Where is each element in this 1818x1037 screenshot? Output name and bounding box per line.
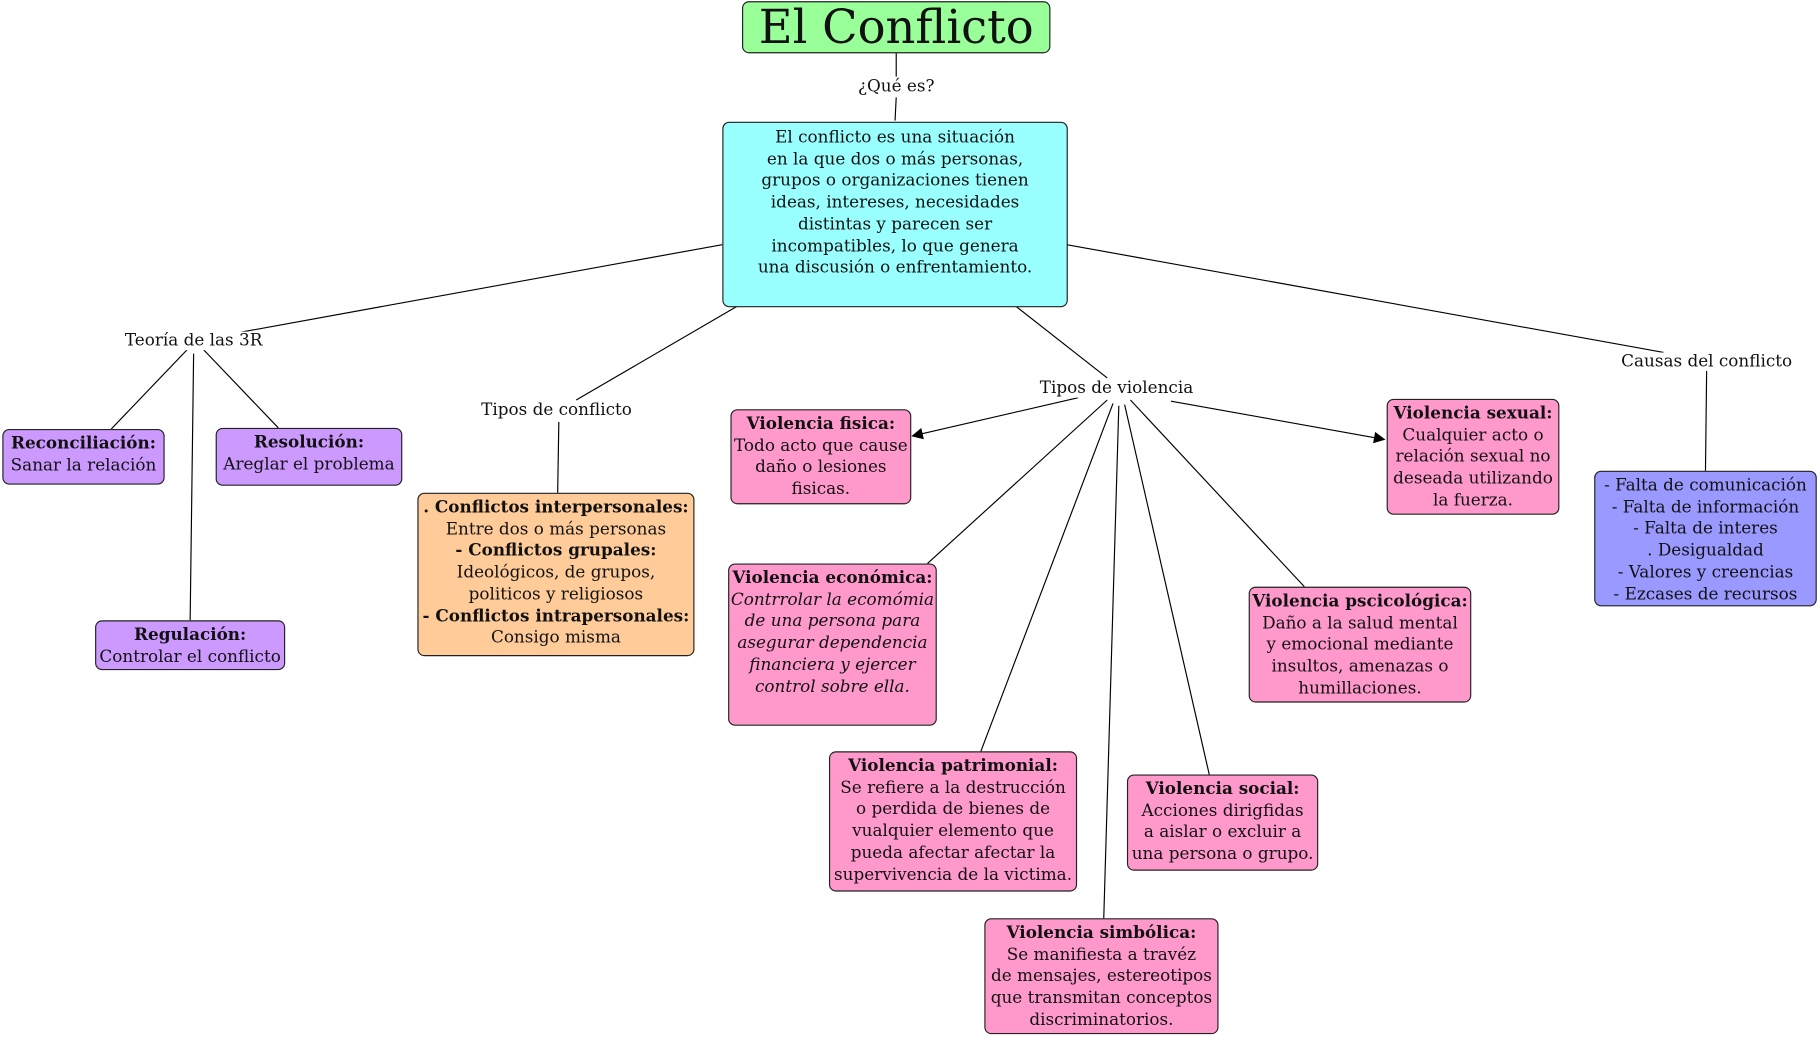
node-text: Contrrolar la ecomómia — [730, 590, 935, 610]
cause-item: - Falta de interes — [1633, 519, 1778, 539]
node-text: discriminatorios. — [1029, 1010, 1174, 1030]
link-causas: Causas del conflicto — [1618, 352, 1795, 372]
node-text: deseada utilizando — [1393, 469, 1553, 489]
node-text: pueda afectar afectar la — [850, 843, 1056, 863]
definition-line: ideas, intereses, necesidades — [770, 193, 1020, 213]
node-text: insultos, amenazas o — [1271, 657, 1449, 677]
node-text: Daño a la salud mental — [1262, 614, 1458, 633]
node-title: Resolución: — [253, 432, 365, 453]
link-teoria-3r: Teoría de las 3R — [122, 331, 265, 351]
title-text: El Conflicto — [758, 1, 1034, 55]
definition-node: El conflicto es una situación en la que … — [722, 121, 1068, 308]
node-title: Violencia simbólica: — [1006, 922, 1197, 943]
node-title: Violencia fisica: — [746, 413, 896, 434]
cause-item: - Ezcases de recursos — [1613, 584, 1798, 604]
definition-line: grupos o organizaciones tienen — [761, 172, 1029, 191]
node-text: la fuerza. — [1433, 491, 1514, 510]
node-text: supervivencia de la victima. — [834, 865, 1073, 885]
type-text: Entre dos o más personas — [445, 520, 667, 539]
node-title: Regulación: — [134, 624, 247, 645]
node-text: y emocional mediante — [1266, 635, 1454, 655]
type-text: Consigo misma — [490, 628, 621, 648]
type-text: Ideológicos, de grupos, — [456, 563, 656, 583]
node-text: Cualquier acto o — [1402, 426, 1544, 445]
node-text: que transmitan conceptos — [990, 989, 1213, 1008]
node-title: Violencia social: — [1145, 779, 1300, 799]
cause-item: - Valores y creencias — [1617, 563, 1794, 582]
type-heading: - Conflictos grupales: — [455, 540, 657, 561]
node-text: a aislar o excluir a — [1143, 823, 1302, 843]
causes-node: - Falta de comunicación - Falta de infor… — [1594, 470, 1817, 607]
cause-item: - Falta de comunicación — [1604, 476, 1807, 496]
resolucion-node: Resolución: Areglar el problema — [215, 427, 403, 486]
link-tipos-violencia: Tipos de violencia — [1037, 379, 1196, 398]
cause-item: - Falta de información — [1611, 498, 1800, 517]
node-text: vualquier elemento que — [852, 822, 1054, 841]
node-text: daño o lesiones — [755, 458, 887, 477]
definition-line: El conflicto es una situación — [775, 128, 1016, 148]
node-title: Violencia económica: — [732, 568, 933, 588]
link-que-es: ¿Qué es? — [855, 77, 937, 97]
node-text: Acciones dirigfidas — [1141, 801, 1304, 821]
type-heading: . Conflictos interpersonales: — [423, 497, 689, 518]
type-heading: - Conflictos intrapersonales: — [422, 605, 690, 626]
violencia-economica-node: Violencia económica: Contrrolar la ecomó… — [728, 563, 937, 726]
link-tipos-conflicto: Tipos de conflicto — [478, 401, 635, 420]
node-text: relación sexual no — [1395, 447, 1551, 467]
node-text: asegurar dependencia — [737, 634, 928, 653]
node-text: Sanar la relación — [10, 456, 157, 476]
node-text: Todo acto que cause — [734, 436, 908, 456]
node-text: o perdida de bienes de — [855, 800, 1051, 820]
node-text: Controlar el conflicto — [99, 647, 281, 667]
reconciliacion-node: Reconciliación: Sanar la relación — [2, 428, 165, 485]
node-title: Violencia sexual: — [1393, 403, 1553, 424]
node-title: Reconciliación: — [11, 433, 156, 454]
node-text: financiera y ejercer — [749, 656, 916, 675]
violencia-sexual-node: Violencia sexual: Cualquier acto o relac… — [1386, 398, 1560, 515]
violencia-fisica-node: Violencia fisica: Todo acto que cause da… — [730, 409, 912, 505]
node-title: Violencia patrimonial: — [848, 755, 1058, 776]
definition-line: una discusión o enfrentamiento. — [757, 258, 1033, 278]
definition-line: incompatibles, lo que genera — [771, 237, 1019, 256]
node-text: una persona o grupo. — [1131, 845, 1314, 864]
cause-item: . Desigualdad — [1647, 541, 1764, 561]
node-text: fisicas. — [791, 480, 851, 499]
definition-line: distintas y parecen ser — [797, 215, 993, 234]
node-text: de una persona para — [744, 612, 921, 632]
conflict-types-node: . Conflictos interpersonales: Entre dos … — [417, 492, 695, 657]
node-text: Areglar el problema — [223, 455, 395, 474]
node-text: humillaciones. — [1298, 679, 1422, 698]
node-title: Violencia pscicológica: — [1252, 591, 1468, 612]
title-node: El Conflicto — [742, 1, 1051, 55]
node-text: de mensajes, estereotipos — [990, 967, 1212, 986]
violencia-psicologica-node: Violencia pscicológica: Daño a la salud … — [1248, 586, 1472, 703]
regulacion-node: Regulación: Controlar el conflicto — [95, 620, 286, 671]
node-text: Se refiere a la destrucción — [840, 778, 1066, 798]
definition-line: en la que dos o más personas, — [766, 150, 1024, 169]
node-text: Se manifiesta a travéz — [1006, 945, 1197, 965]
violencia-patrimonial-node: Violencia patrimonial: Se refiere a la d… — [828, 751, 1078, 892]
violencia-social-node: Violencia social: Acciones dirigfidas a … — [1126, 774, 1319, 871]
violencia-simbolica-node: Violencia simbólica: Se manifiesta a tra… — [984, 918, 1219, 1035]
node-text: control sobre ella. — [754, 677, 910, 697]
type-text: politicos y religiosos — [468, 585, 644, 604]
